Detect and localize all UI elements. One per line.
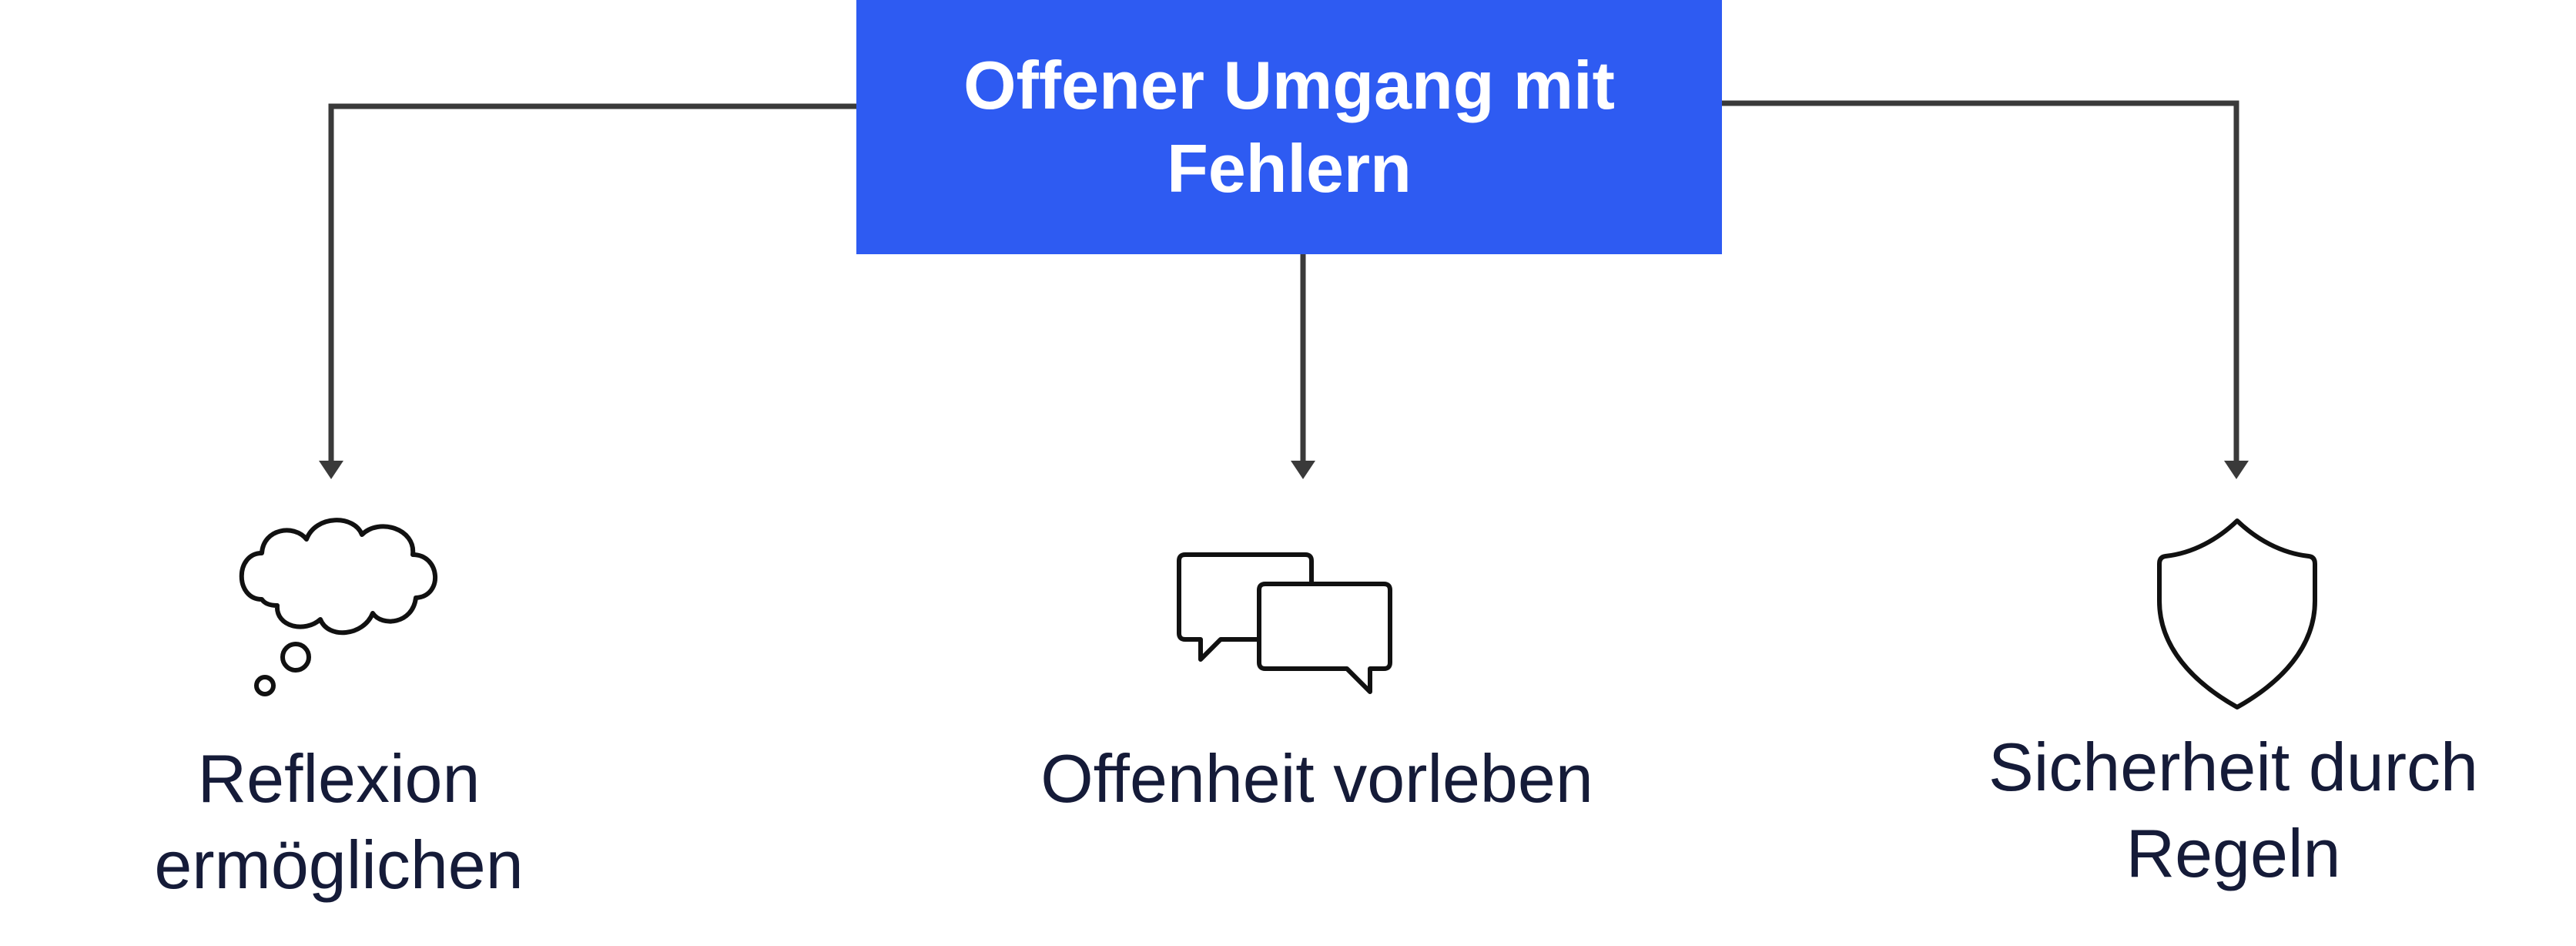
speech-bubbles-icon xyxy=(1177,552,1392,694)
shield-icon xyxy=(2157,518,2317,710)
label-reflexion: Reflexion ermöglichen xyxy=(154,740,524,903)
arrowhead-middle xyxy=(1291,461,1315,479)
root-node: Offener Umgang mit Fehlern xyxy=(856,0,1722,254)
label-sicherheit: Sicherheit durch Regeln xyxy=(1988,729,2478,891)
thought-bubble-icon xyxy=(239,518,437,696)
arrowhead-right xyxy=(2224,461,2249,479)
connector-right xyxy=(1722,100,2239,462)
root-title: Offener Umgang mit Fehlern xyxy=(963,47,1615,206)
arrowhead-left xyxy=(319,461,343,479)
label-offenheit: Offenheit vorleben xyxy=(1040,740,1593,817)
connector-left xyxy=(328,103,856,462)
